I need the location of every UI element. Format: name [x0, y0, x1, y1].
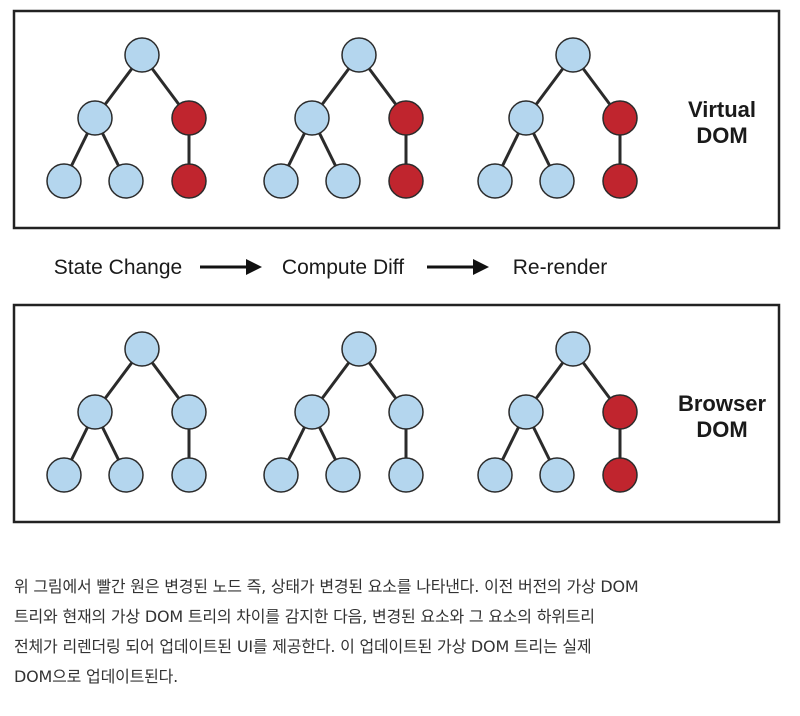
tree-node: [294, 394, 330, 430]
tree-node: [325, 163, 361, 199]
changed-node: [171, 163, 207, 199]
step-re-render: Re-render: [513, 256, 608, 279]
changed-node: [171, 100, 207, 136]
browser-dom-tree-before: [46, 331, 207, 493]
browser-dom-tree-diff: [263, 331, 424, 493]
tree-node: [341, 331, 377, 367]
step-compute-diff: Compute Diff: [282, 256, 404, 279]
virtual-dom-label-line-2: DOM: [696, 123, 747, 148]
caption-line: DOM으로 업데이트된다.: [14, 667, 179, 686]
tree-node: [477, 457, 513, 493]
tree-node: [77, 394, 113, 430]
tree-node: [555, 331, 591, 367]
changed-node: [602, 163, 638, 199]
virtual-dom-panel: [12, 9, 781, 230]
changed-node: [602, 457, 638, 493]
tree-node: [341, 37, 377, 73]
tree-node: [477, 163, 513, 199]
tree-node: [388, 394, 424, 430]
tree-node: [263, 163, 299, 199]
tree-node: [124, 37, 160, 73]
tree-node: [294, 100, 330, 136]
step-state-change: State Change: [54, 256, 182, 279]
tree-node: [124, 331, 160, 367]
caption-text: 위 그림에서 빨간 원은 변경된 노드 즉, 상태가 변경된 요소를 나타낸다.…: [14, 572, 790, 692]
tree-node: [46, 457, 82, 493]
browser-dom-tree-after: [477, 331, 638, 493]
virtual-dom-tree-diff: [263, 37, 424, 199]
changed-node: [388, 100, 424, 136]
tree-node: [508, 100, 544, 136]
tree-node: [325, 457, 361, 493]
tree-node: [555, 37, 591, 73]
tree-node: [108, 457, 144, 493]
tree-node: [77, 100, 113, 136]
browser-dom-panel: [12, 303, 781, 524]
tree-node: [388, 457, 424, 493]
caption-line: 트리와 현재의 가상 DOM 트리의 차이를 감지한 다음, 변경된 요소와 그…: [14, 607, 595, 626]
changed-node: [602, 394, 638, 430]
virtual-dom-tree-after: [477, 37, 638, 199]
changed-node: [388, 163, 424, 199]
virtual-dom-diagram: Virtual DOM Browser DOM State Change Com…: [12, 9, 781, 524]
virtual-dom-tree-before: [46, 37, 207, 199]
tree-node: [171, 394, 207, 430]
tree-node: [46, 163, 82, 199]
virtual-dom-label-line-1: Virtual: [688, 97, 756, 122]
caption-line: 위 그림에서 빨간 원은 변경된 노드 즉, 상태가 변경된 요소를 나타낸다.…: [14, 577, 639, 596]
tree-node: [539, 163, 575, 199]
tree-node: [539, 457, 575, 493]
browser-dom-label-line-2: DOM: [696, 417, 747, 442]
tree-node: [171, 457, 207, 493]
caption-line: 전체가 리렌더링 되어 업데이트된 UI를 제공한다. 이 업데이트된 가상 D…: [14, 637, 592, 656]
arrow-right-icon: [200, 259, 262, 275]
tree-node: [108, 163, 144, 199]
browser-dom-label-line-1: Browser: [678, 391, 766, 416]
tree-node: [263, 457, 299, 493]
arrow-right-icon: [427, 259, 489, 275]
tree-node: [508, 394, 544, 430]
changed-node: [602, 100, 638, 136]
